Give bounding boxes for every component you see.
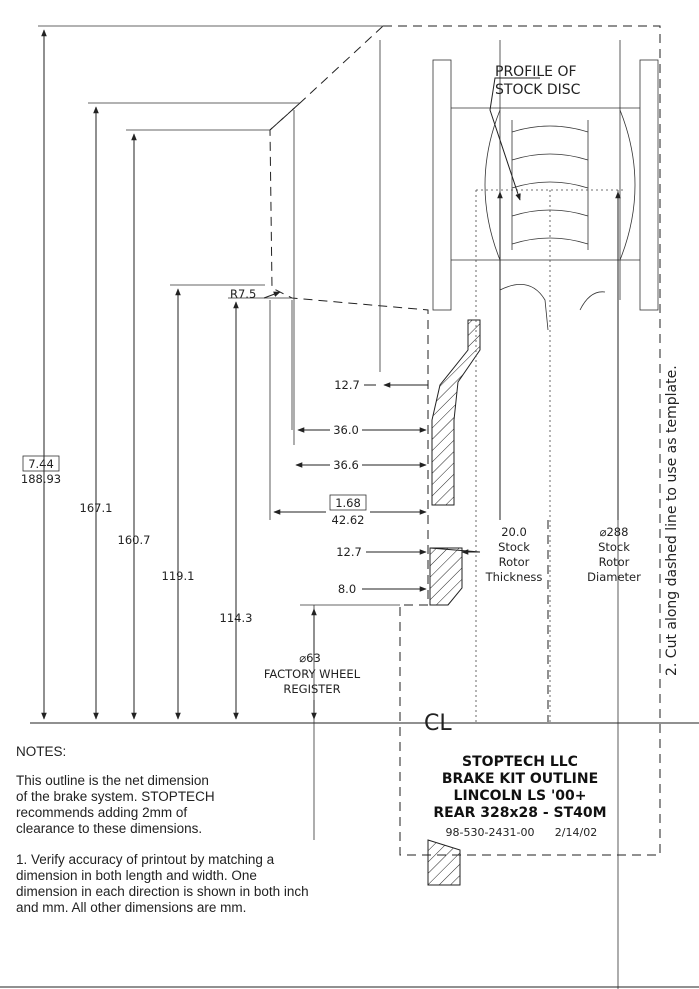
- title-company: STOPTECH LLC: [462, 754, 578, 770]
- notes-para1-line1: This outline is the net dimension: [16, 773, 209, 788]
- dimension-labels: PROFILE OF STOCK DISC R7.5 7.44 188.93 1…: [21, 64, 680, 696]
- title-block: STOPTECH LLC BRAKE KIT OUTLINE LINCOLN L…: [433, 754, 606, 839]
- width-12-7-lower: 12.7: [336, 545, 362, 559]
- template-outline: [269, 25, 661, 856]
- notes-para2-line2: dimension in both length and width. One: [16, 868, 257, 883]
- overall-height-inch: 7.44: [28, 457, 54, 471]
- horizontal-dimensions: [263, 291, 480, 592]
- notes-para1-line4: clearance to these dimensions.: [16, 821, 202, 836]
- profile-callout-line2: STOCK DISC: [495, 82, 581, 98]
- width-12-7-upper: 12.7: [334, 378, 360, 392]
- centerline-symbol: CL: [424, 711, 452, 736]
- width-36-0: 36.0: [333, 423, 359, 437]
- svg-text:CL: CL: [424, 711, 452, 736]
- height-167: 167.1: [80, 501, 113, 515]
- title-line4: REAR 328x28 - ST40M: [433, 805, 606, 821]
- rotor-guide-lines: [475, 189, 626, 722]
- notes-para2-line4: and mm. All other dimensions are mm.: [16, 900, 246, 915]
- title-date: 2/14/02: [555, 826, 597, 839]
- rotor-diameter-l1: Stock: [598, 540, 630, 554]
- height-160: 160.7: [118, 533, 151, 547]
- dimension-framework: [0, 25, 699, 989]
- width-36-6: 36.6: [333, 458, 359, 472]
- overall-height-mm: 188.93: [21, 472, 61, 486]
- rotor-hat-section: [427, 319, 481, 886]
- title-line2: BRAKE KIT OUTLINE: [442, 771, 598, 787]
- height-119: 119.1: [162, 569, 195, 583]
- profile-callout-line1: PROFILE OF: [495, 64, 577, 80]
- rotor-thickness-l1: Stock: [498, 540, 530, 554]
- notes-heading: NOTES:: [16, 744, 66, 759]
- vertical-dimensions: [41, 29, 317, 720]
- cut-note: 2. Cut along dashed line to use as templ…: [664, 365, 680, 676]
- rotor-dimensions: [489, 77, 621, 520]
- height-114: 114.3: [220, 611, 253, 625]
- title-line3: LINCOLN LS '00+: [454, 788, 587, 804]
- notes-para2-line1: 1. Verify accuracy of printout by matchi…: [16, 852, 275, 867]
- radius-label: R7.5: [230, 287, 256, 301]
- rotor-diameter-l2: Rotor: [599, 555, 630, 569]
- rotor-diameter-l3: Diameter: [587, 570, 641, 584]
- wheel-register-line1: FACTORY WHEEL: [264, 667, 361, 681]
- title-part-number: 98-530-2431-00: [446, 826, 535, 839]
- width-inch: 1.68: [335, 496, 361, 510]
- notes-para2-line3: dimension in each direction is shown in …: [16, 884, 309, 899]
- notes-para1-line2: of the brake system. STOPTECH: [16, 789, 215, 804]
- width-8-0: 8.0: [338, 582, 356, 596]
- wheel-register-line2: REGISTER: [283, 682, 340, 696]
- notes-block: NOTES: This outline is the net dimension…: [16, 744, 309, 915]
- rotor-thickness-l2: Rotor: [499, 555, 530, 569]
- notes-para1-line3: recommends adding 2mm of: [16, 805, 187, 820]
- rotor-thickness-l3: Thickness: [485, 570, 543, 584]
- rotor-diameter-value: ⌀288: [600, 525, 629, 539]
- rotor-thickness-value: 20.0: [501, 525, 527, 539]
- width-mm: 42.62: [332, 513, 365, 527]
- wheel-register-diameter: ⌀63: [299, 651, 321, 665]
